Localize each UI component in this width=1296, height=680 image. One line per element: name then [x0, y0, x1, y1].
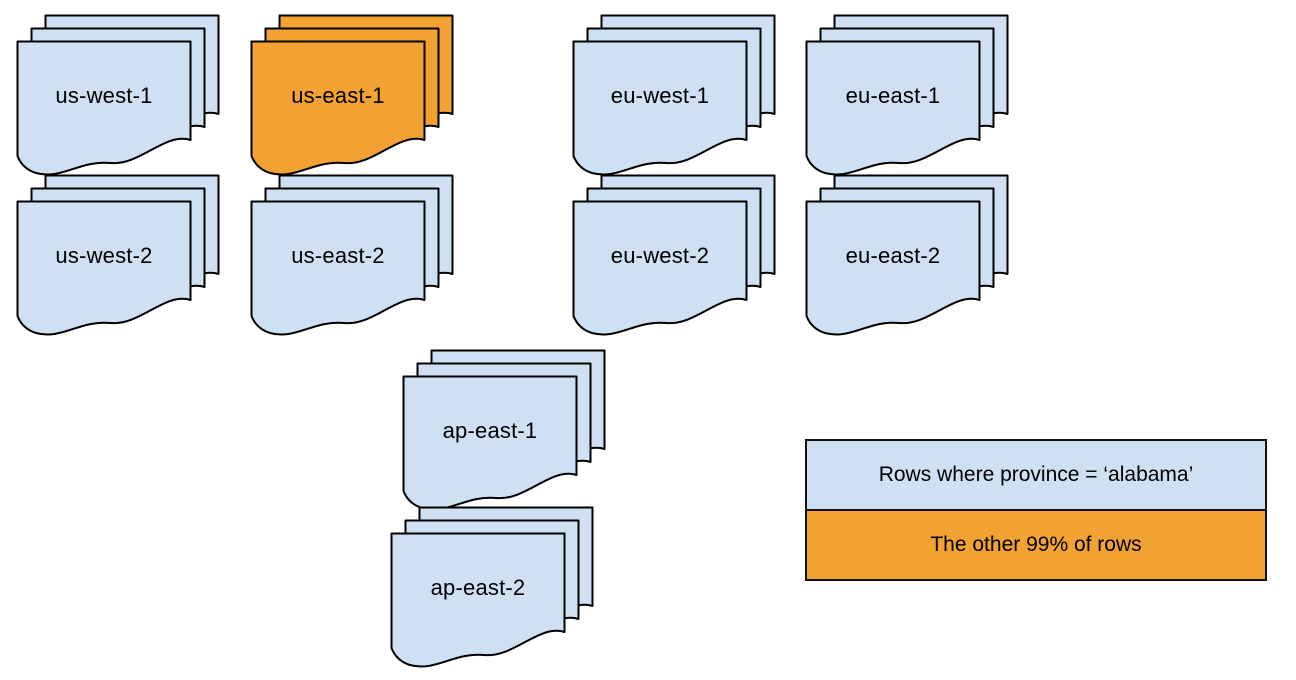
legend-label-other-rows: The other 99% of rows [930, 533, 1142, 556]
legend-label-alabama-rows: Rows where province = ‘alabama’ [878, 463, 1194, 486]
legend: Rows where province = ‘alabama’ The othe… [805, 439, 1267, 581]
region-stack-us-west-2: us-west-2 [16, 174, 222, 340]
document-stack-icon [402, 349, 606, 511]
region-stack-eu-east-2: eu-east-2 [805, 174, 1011, 340]
region-stack-us-east-1: us-east-1 [250, 14, 456, 180]
document-stack-icon [16, 174, 220, 336]
document-stack-icon [572, 174, 776, 336]
region-stack-ap-east-1: ap-east-1 [402, 349, 608, 515]
document-stack-icon [572, 14, 776, 176]
document-stack-icon [16, 14, 220, 176]
region-stack-eu-west-2: eu-west-2 [572, 174, 778, 340]
document-stack-icon [390, 506, 594, 668]
region-stack-eu-west-1: eu-west-1 [572, 14, 778, 180]
region-stack-us-east-2: us-east-2 [250, 174, 456, 340]
legend-item-alabama-rows: Rows where province = ‘alabama’ [807, 441, 1265, 511]
document-stack-icon [805, 174, 1009, 336]
legend-item-other-rows: The other 99% of rows [807, 511, 1265, 579]
region-stack-us-west-1: us-west-1 [16, 14, 222, 180]
document-stack-icon [805, 14, 1009, 176]
document-stack-icon [250, 14, 454, 176]
region-stack-ap-east-2: ap-east-2 [390, 506, 596, 672]
document-stack-icon [250, 174, 454, 336]
region-stack-eu-east-1: eu-east-1 [805, 14, 1011, 180]
